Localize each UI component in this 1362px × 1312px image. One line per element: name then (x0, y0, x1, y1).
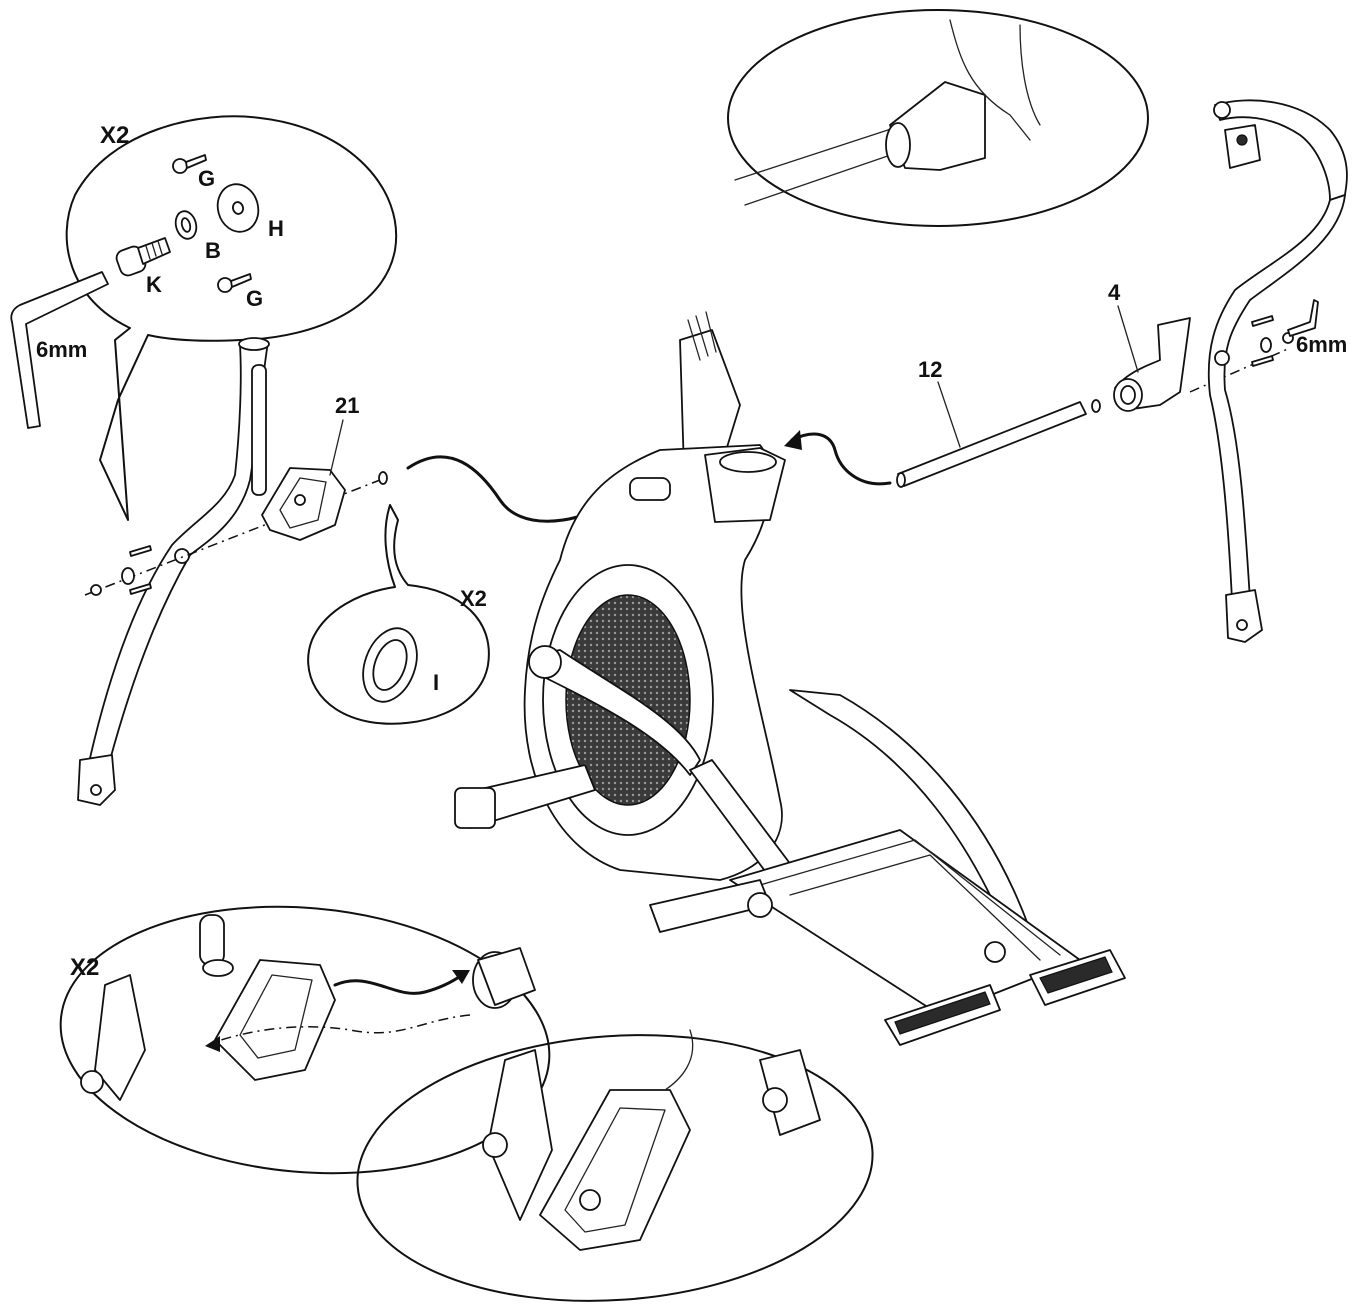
bolt-k-icon (115, 237, 171, 277)
small-washer-icon (378, 471, 388, 485)
lock-washer-b-icon (174, 210, 198, 240)
left-tool-label: 6mm (36, 337, 87, 362)
washer-qty-label: X2 (460, 586, 487, 611)
bracket-21-icon (261, 467, 346, 541)
part-b-label: B (205, 238, 221, 263)
shaft-12-icon (896, 401, 1087, 488)
left-qty-label: X2 (100, 122, 129, 149)
part-g-top-label: G (198, 166, 215, 191)
part-h-label: H (268, 216, 284, 241)
bottom-qty-label: X2 (70, 954, 99, 981)
right-tool-label: 6mm (1296, 332, 1347, 357)
screw-g-top-icon (172, 154, 207, 174)
part-g-bottom-label: G (246, 286, 263, 311)
allen-key-left-icon (10, 271, 109, 429)
washer-callout (307, 504, 490, 725)
part-i-label: I (433, 670, 439, 695)
left-insert-arrow (406, 455, 610, 523)
wiring-detail-callout-2 (356, 1029, 874, 1302)
shaft-detail-callout (727, 9, 1149, 227)
right-handlebar-arm (1207, 99, 1348, 643)
hardware-callout (10, 115, 398, 521)
part-12-leader (937, 381, 961, 448)
part-12-label: 12 (918, 357, 942, 382)
hardware-bubble-outline (65, 115, 398, 521)
right-insert-arrow (790, 432, 892, 486)
part-4-leader (1117, 305, 1139, 373)
right-small-washer-icon (1091, 399, 1101, 413)
left-handlebar-arm (77, 337, 270, 806)
part-21-leader (329, 419, 344, 476)
part-4-label: 4 (1108, 280, 1121, 305)
flat-washer-h-icon (216, 183, 260, 233)
part-21-label: 21 (335, 393, 359, 418)
right-axis-line (1189, 347, 1291, 393)
screw-g-bottom-icon (217, 273, 252, 293)
elliptical-trainer (454, 311, 1126, 1046)
part-k-label: K (146, 272, 162, 297)
right-arrowhead-icon (784, 430, 802, 450)
wiring-detail-callout-1 (59, 905, 551, 1175)
left-loose-hardware (90, 545, 152, 596)
pivot-cup-4-icon (1113, 317, 1191, 412)
